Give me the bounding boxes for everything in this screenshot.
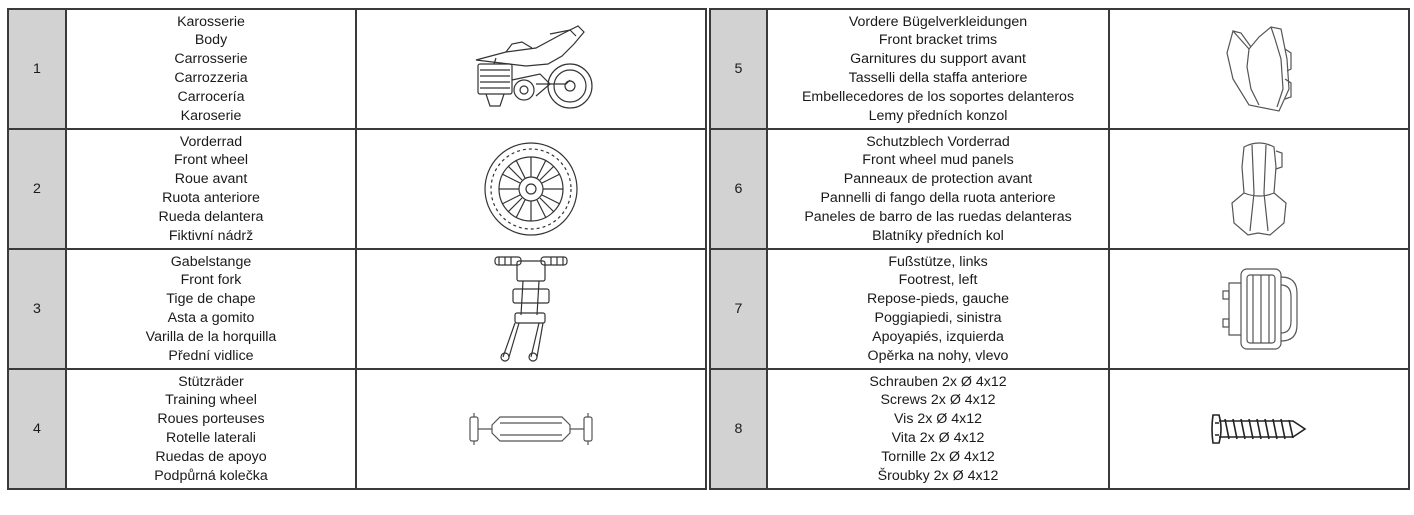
footrest-icon bbox=[1217, 263, 1301, 355]
part-name-cs: Přední vidlice bbox=[168, 347, 254, 364]
part-name-cs: Šroubky 2x Ø 4x12 bbox=[877, 467, 999, 484]
part-names: Stützräder Training wheel Roues porteuse… bbox=[65, 368, 357, 490]
part-name-fr: Garnitures du support avant bbox=[850, 51, 1026, 68]
part-name-en: Screws 2x Ø 4x12 bbox=[880, 392, 996, 409]
parts-list: 1 Karosserie Body Carrosserie Carrozzeri… bbox=[7, 8, 1410, 490]
part-image-cell bbox=[1108, 248, 1410, 370]
part-name-de: Fußstütze, links bbox=[888, 253, 988, 270]
part-name-fr: Repose-pieds, gauche bbox=[867, 291, 1009, 308]
part-names: Schrauben 2x Ø 4x12 Screws 2x Ø 4x12 Vis… bbox=[766, 368, 1110, 490]
parts-table: 1 Karosserie Body Carrosserie Carrozzeri… bbox=[7, 8, 1410, 490]
part-name-en: Training wheel bbox=[165, 392, 257, 409]
part-name-it: Carrozzeria bbox=[174, 70, 248, 86]
part-name-de: Schrauben 2x Ø 4x12 bbox=[869, 373, 1007, 390]
training-wheel-icon bbox=[466, 409, 596, 449]
part-names: Karosserie Body Carrosserie Carrozzeria … bbox=[65, 8, 357, 130]
part-names: Schutzblech Vorderrad Front wheel mud pa… bbox=[766, 128, 1110, 250]
part-name-es: Varilla de la horquilla bbox=[145, 328, 277, 345]
part-names: Vordere Bügelverkleidungen Front bracket… bbox=[766, 8, 1110, 130]
part-name-es: Paneles de barro de las ruedas delantera… bbox=[804, 208, 1072, 225]
part-name-en: Body bbox=[194, 32, 228, 49]
part-image-cell bbox=[1108, 128, 1410, 250]
part-name-de: Vorderrad bbox=[179, 133, 243, 150]
table-row: 3 Gabelstange Front fork Tige de chape A… bbox=[7, 248, 1410, 370]
part-name-it: Poggiapiedi, sinistra bbox=[874, 310, 1002, 326]
part-name-it: Rotelle laterali bbox=[166, 430, 256, 446]
part-name-de: Gabelstange bbox=[170, 253, 252, 270]
part-name-es: Tornille 2x Ø 4x12 bbox=[881, 448, 995, 465]
front-wheel-icon bbox=[481, 139, 581, 239]
part-name-en: Front wheel mud panels bbox=[862, 152, 1014, 169]
part-name-es: Rueda delantera bbox=[158, 208, 264, 225]
mud-panel-icon bbox=[1224, 137, 1294, 241]
part-name-fr: Panneaux de protection avant bbox=[843, 171, 1033, 188]
part-name-es: Embellecedores de los soportes delantero… bbox=[801, 88, 1075, 105]
part-image-cell bbox=[355, 128, 707, 250]
part-name-it: Tasselli della staffa anteriore bbox=[848, 70, 1028, 86]
part-number: 4 bbox=[7, 368, 67, 490]
part-names: Fußstütze, links Footrest, left Repose-p… bbox=[766, 248, 1110, 370]
part-name-de: Schutzblech Vorderrad bbox=[866, 133, 1010, 150]
part-names: Gabelstange Front fork Tige de chape Ast… bbox=[65, 248, 357, 370]
part-number: 1 bbox=[7, 8, 67, 130]
motorcycle-body-icon bbox=[466, 22, 596, 116]
part-name-fr: Carrosserie bbox=[174, 51, 248, 68]
part-name-fr: Vis 2x Ø 4x12 bbox=[893, 411, 983, 428]
part-image-cell bbox=[355, 248, 707, 370]
part-image-cell bbox=[1108, 8, 1410, 130]
part-name-cs: Lemy předních konzol bbox=[868, 107, 1008, 124]
part-name-it: Ruota anteriore bbox=[162, 190, 260, 206]
part-name-cs: Blatníky předních kol bbox=[872, 227, 1004, 244]
part-name-fr: Roue avant bbox=[174, 171, 248, 188]
part-name-en: Footrest, left bbox=[898, 272, 978, 289]
table-row: 1 Karosserie Body Carrosserie Carrozzeri… bbox=[7, 8, 1410, 130]
part-image-cell bbox=[355, 8, 707, 130]
part-number: 5 bbox=[709, 8, 768, 130]
part-number: 6 bbox=[709, 128, 768, 250]
part-name-cs: Opěrka na nohy, vlevo bbox=[867, 347, 1009, 364]
part-name-en: Front wheel bbox=[173, 152, 249, 169]
part-name-cs: Podpůrná kolečka bbox=[154, 467, 268, 484]
part-name-fr: Roues porteuses bbox=[157, 411, 265, 428]
part-image-cell bbox=[355, 368, 707, 490]
part-names: Vorderrad Front wheel Roue avant Ruota a… bbox=[65, 128, 357, 250]
part-number: 7 bbox=[709, 248, 768, 370]
screw-icon bbox=[1209, 409, 1309, 449]
part-name-de: Vordere Bügelverkleidungen bbox=[848, 13, 1028, 30]
part-name-es: Apoyapiés, izquierda bbox=[872, 328, 1004, 345]
part-image-cell bbox=[1108, 368, 1410, 490]
part-number: 8 bbox=[709, 368, 768, 490]
part-name-en: Front fork bbox=[180, 272, 242, 289]
part-name-fr: Tige de chape bbox=[166, 291, 256, 308]
part-name-de: Stützräder bbox=[178, 373, 244, 390]
part-name-it: Vita 2x Ø 4x12 bbox=[891, 430, 985, 446]
part-name-it: Pannelli di fango della ruota anteriore bbox=[820, 190, 1056, 206]
part-name-es: Ruedas de apoyo bbox=[155, 448, 267, 465]
front-fork-icon bbox=[491, 253, 571, 365]
table-row: 2 Vorderrad Front wheel Roue avant Ruota… bbox=[7, 128, 1410, 250]
part-name-en: Front bracket trims bbox=[878, 32, 998, 49]
bracket-trim-icon bbox=[1219, 19, 1299, 119]
part-number: 2 bbox=[7, 128, 67, 250]
part-name-it: Asta a gomito bbox=[167, 310, 255, 326]
table-row: 4 Stützräder Training wheel Roues porteu… bbox=[7, 368, 1410, 490]
part-name-cs: Fiktivní nádrž bbox=[168, 227, 254, 244]
part-name-es: Carrocería bbox=[177, 88, 245, 105]
part-name-cs: Karoserie bbox=[180, 107, 242, 124]
part-name-de: Karosserie bbox=[177, 13, 245, 30]
part-number: 3 bbox=[7, 248, 67, 370]
